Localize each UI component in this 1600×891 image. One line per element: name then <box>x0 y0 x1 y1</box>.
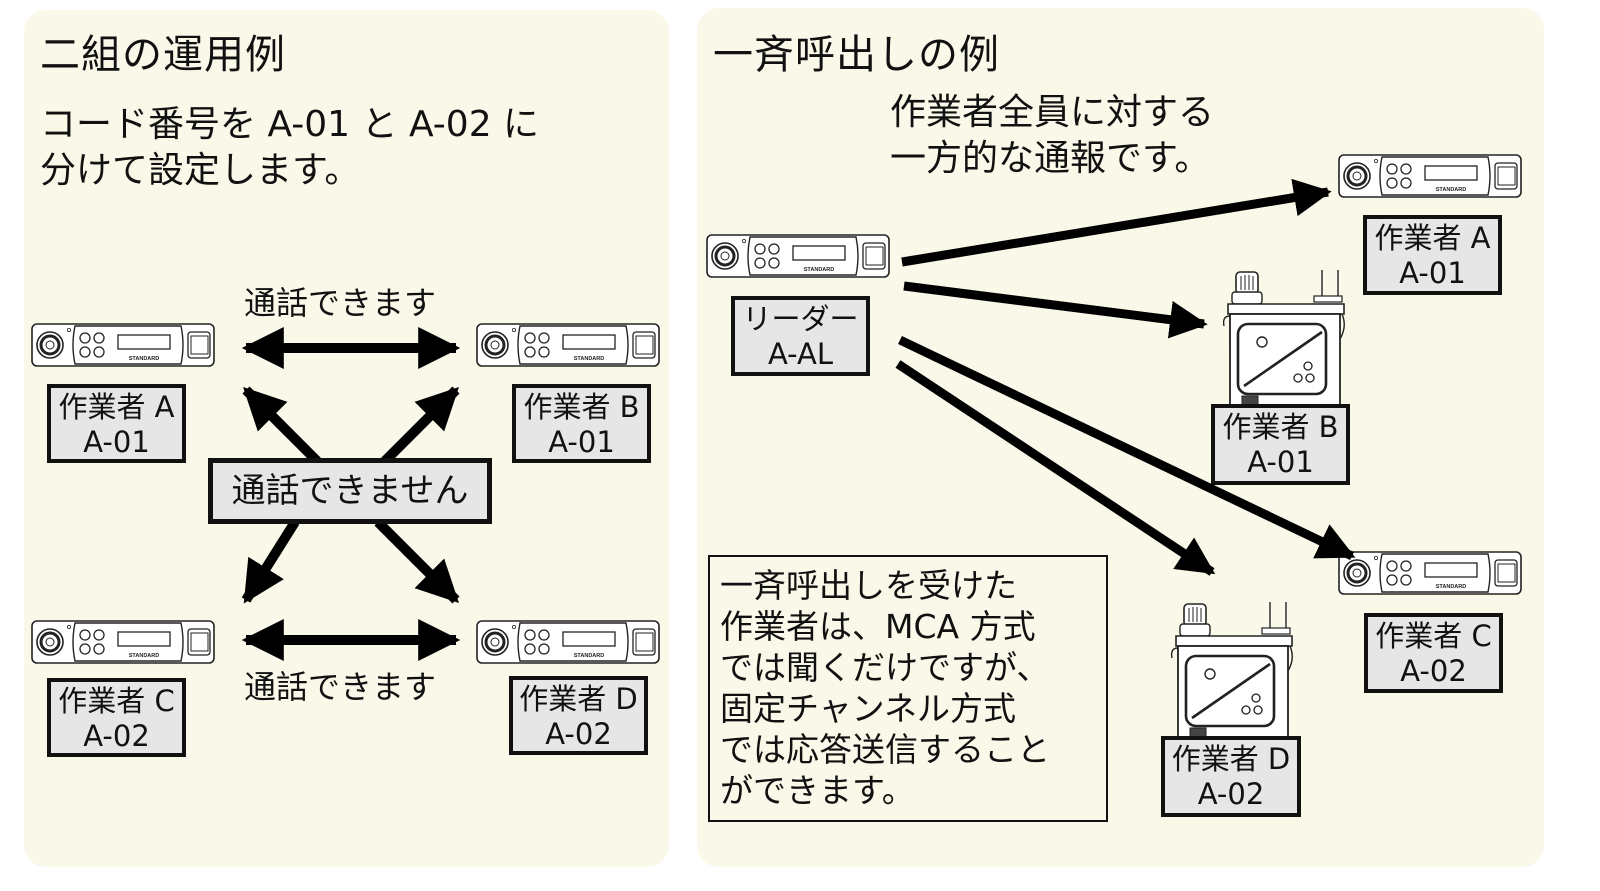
mobile-radio-icon <box>1338 154 1522 198</box>
worker-name: 作業者 D <box>519 682 638 716</box>
mobile-radio-icon <box>31 323 215 367</box>
broadcast-worker-label-c: 作業者 C A-02 <box>1364 613 1503 693</box>
broadcast-worker-label-a: 作業者 A A-01 <box>1363 215 1502 295</box>
note-line: では聞くだけですが、 <box>720 648 1050 687</box>
note-line: では応答送信すること <box>720 730 1050 769</box>
worker-code: A-02 <box>1400 654 1467 688</box>
leader-mobile-radio-icon <box>706 234 890 278</box>
leader-label: リーダー A-AL <box>731 296 870 376</box>
leader-name: リーダー <box>742 302 859 336</box>
note-line: 一斉呼出しを受けた <box>720 566 1017 605</box>
left-description-line-1: コード番号を A-01 と A-02 に <box>40 104 540 145</box>
worker-code: A-01 <box>83 425 150 459</box>
handheld-radio-icon <box>1222 268 1350 408</box>
left-panel-title: 二組の運用例 <box>40 32 286 78</box>
worker-name: 作業者 C <box>58 684 175 718</box>
worker-name: 作業者 D <box>1171 742 1291 776</box>
note-line: 作業者は、MCA 方式 <box>720 607 1036 646</box>
can-talk-label-bottom: 通話できます <box>244 668 437 706</box>
handheld-radio-icon <box>1170 600 1298 740</box>
worker-code: A-02 <box>545 717 612 751</box>
worker-name: 作業者 B <box>1222 410 1339 444</box>
right-description-line-1: 作業者全員に対する <box>890 92 1215 133</box>
mobile-radio-icon <box>476 323 660 367</box>
worker-name: 作業者 B <box>523 390 640 424</box>
worker-code: A-02 <box>83 719 150 753</box>
worker-code: A-02 <box>1197 777 1265 811</box>
mobile-radio-icon <box>1338 551 1522 595</box>
mobile-radio-icon <box>476 620 660 664</box>
worker-label-b: 作業者 B A-01 <box>512 384 651 463</box>
right-description-line-2: 一方的な通報です。 <box>890 138 1211 179</box>
broadcast-worker-label-b: 作業者 B A-01 <box>1211 404 1350 485</box>
mobile-radio-icon <box>31 620 215 664</box>
left-description-line-2: 分けて設定します。 <box>40 150 361 191</box>
worker-code: A-01 <box>1247 445 1314 479</box>
note-line: ができます。 <box>720 771 915 810</box>
broadcast-note: 一斉呼出しを受けた 作業者は、MCA 方式 では聞くだけですが、 固定チャンネル… <box>708 555 1108 822</box>
can-talk-label-top: 通話できます <box>244 284 437 322</box>
note-line: 固定チャンネル方式 <box>720 689 1017 728</box>
worker-name: 作業者 A <box>58 390 175 424</box>
broadcast-worker-label-d: 作業者 D A-02 <box>1161 736 1301 817</box>
worker-label-c: 作業者 C A-02 <box>47 678 186 757</box>
right-panel-title: 一斉呼出しの例 <box>713 32 1000 78</box>
worker-name: 作業者 A <box>1374 221 1491 255</box>
leader-code: A-AL <box>767 337 834 371</box>
worker-code: A-01 <box>1399 256 1466 290</box>
cannot-talk-label: 通話できません <box>208 458 492 524</box>
worker-code: A-01 <box>548 425 615 459</box>
worker-label-a: 作業者 A A-01 <box>47 384 186 463</box>
worker-name: 作業者 C <box>1375 619 1492 653</box>
worker-label-d: 作業者 D A-02 <box>509 676 648 755</box>
